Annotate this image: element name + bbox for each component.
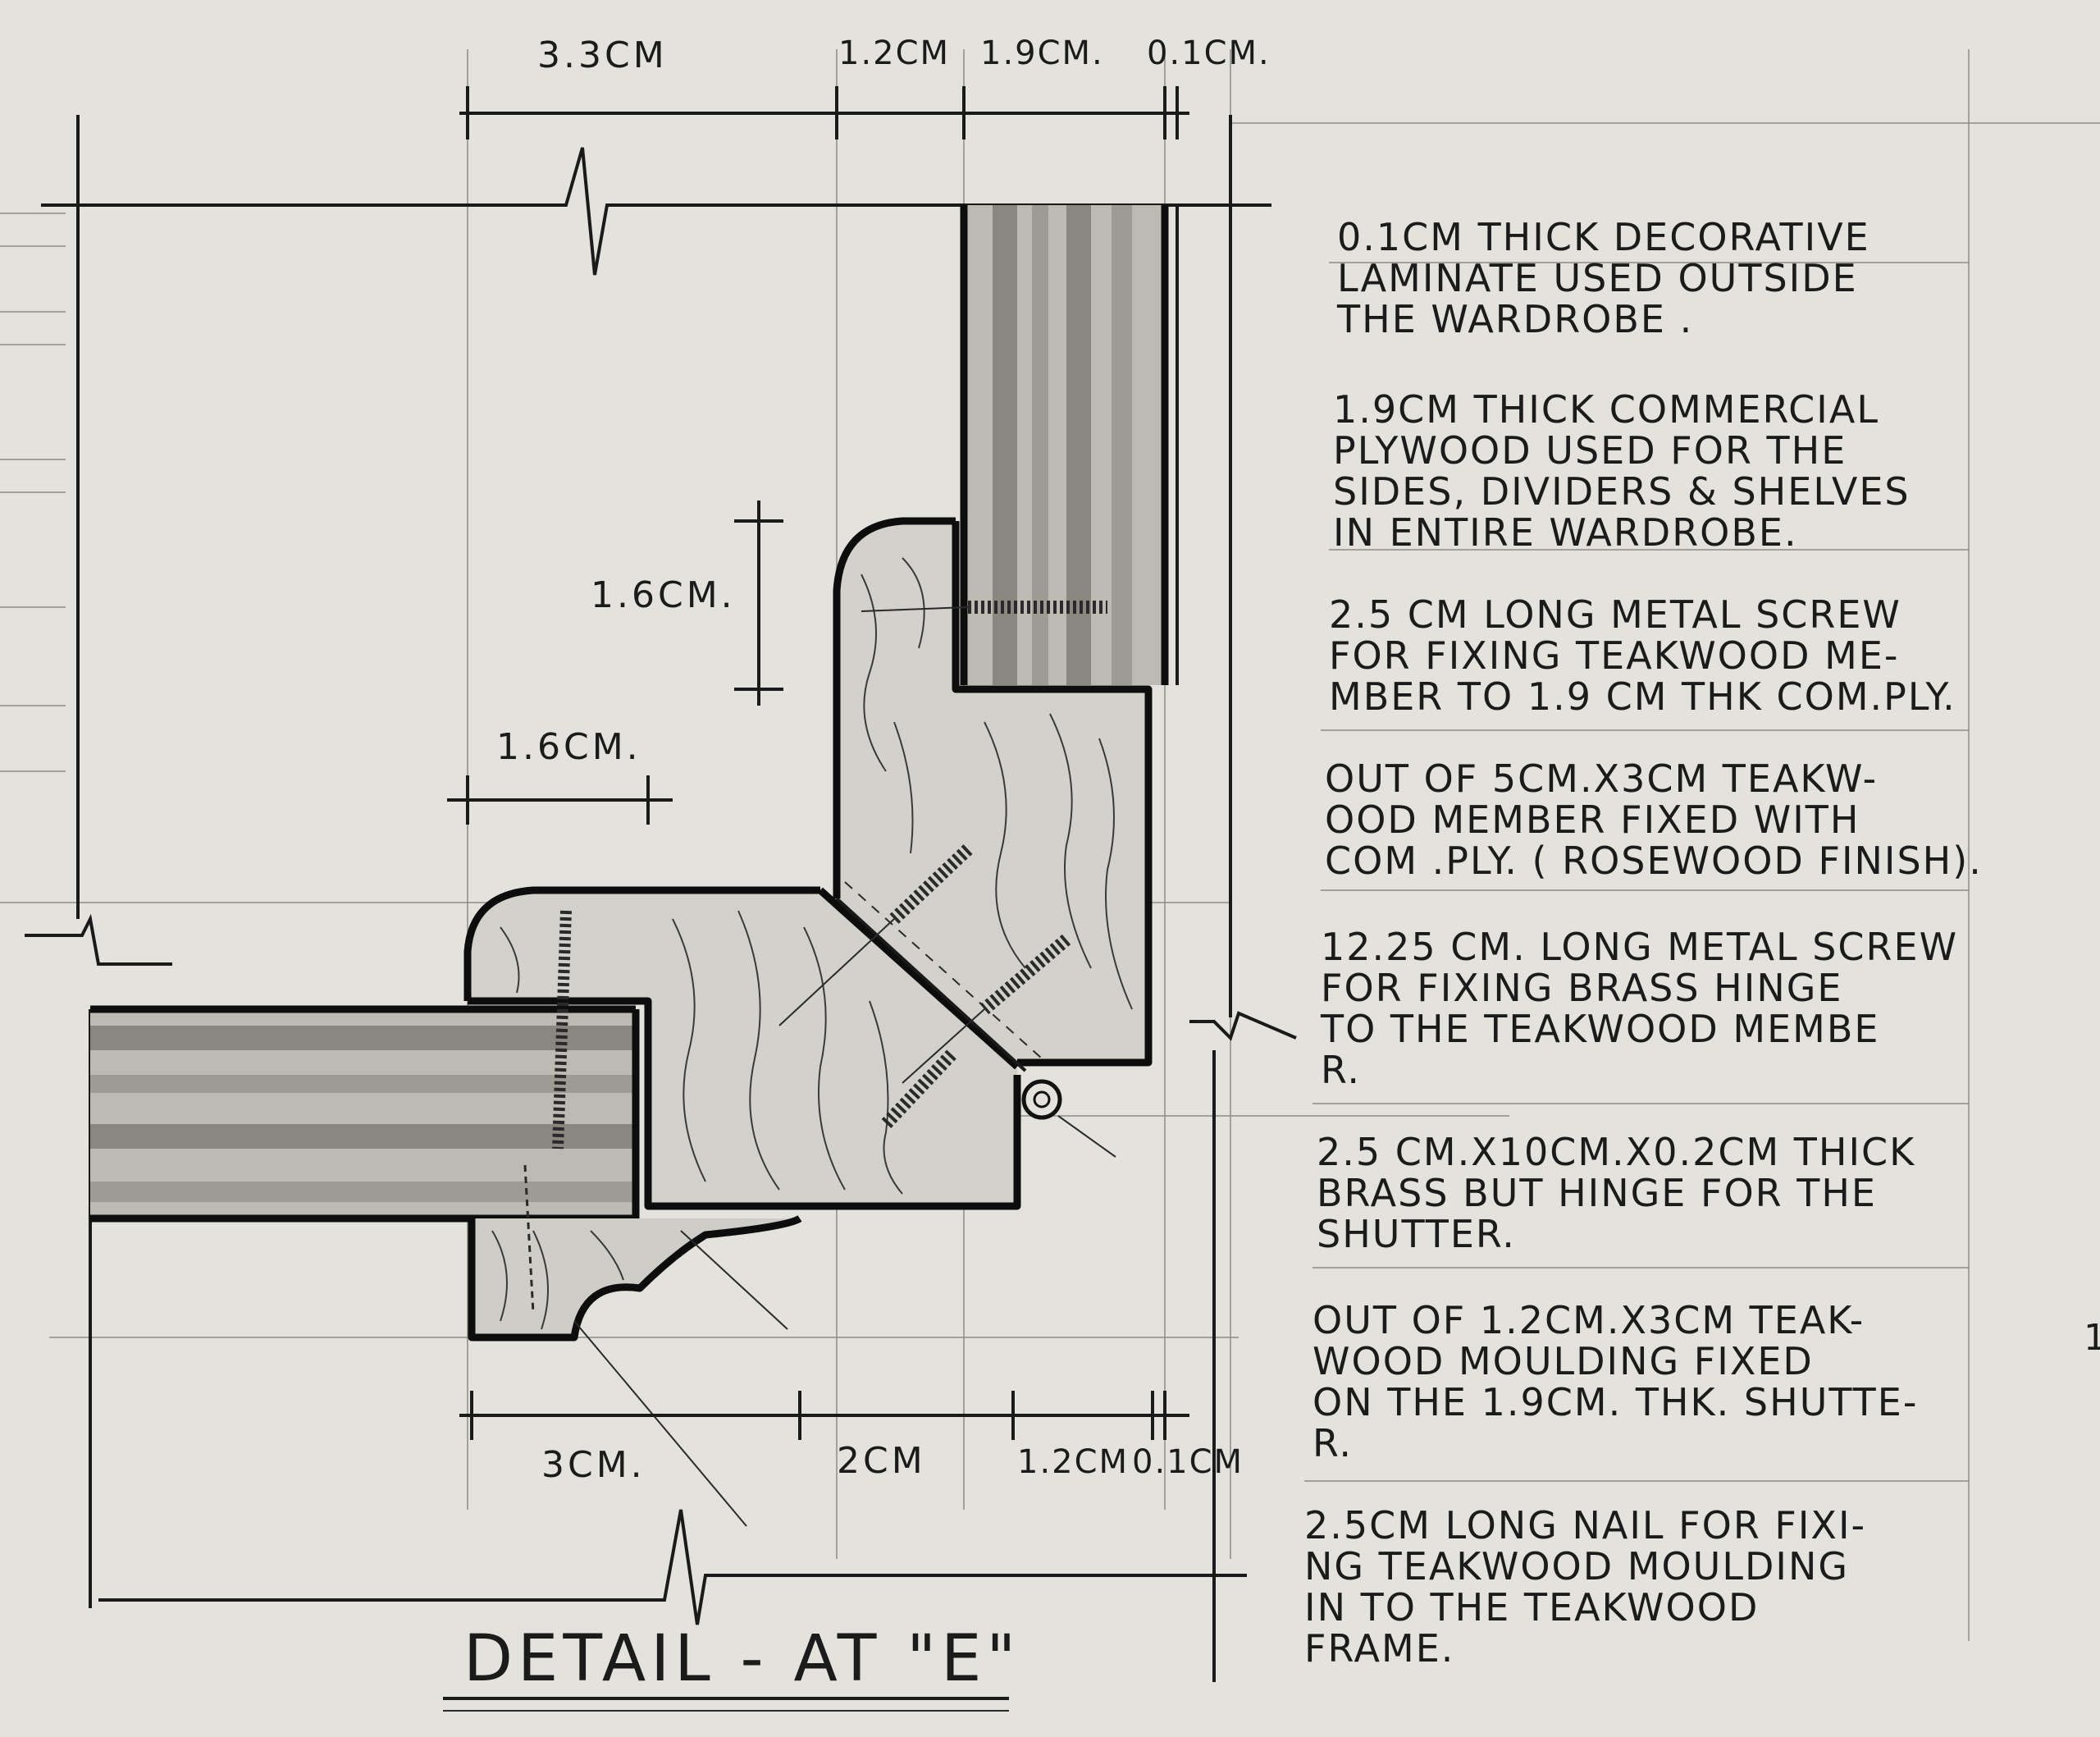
plywood-shutter-panel [90, 1005, 640, 1223]
note-3: 2.5 CM LONG METAL SCREW FOR FIXING TEAKW… [1329, 592, 1956, 719]
dim-bottom-3: 1.2CM [1017, 1443, 1129, 1481]
horizontal-dimension [447, 775, 673, 825]
dim-horizontal: 1.6CM. [496, 726, 641, 768]
note-4: OUT OF 5CM.X3CM TEAKW- OOD MEMBER FIXED … [1325, 757, 1983, 883]
break-lines [25, 115, 1297, 1682]
screw-icon [778, 844, 973, 1026]
leader-lines [573, 1115, 1116, 1527]
teakwood-moulding [468, 1164, 802, 1342]
dim-top-1: 3.3CM [537, 34, 668, 76]
note-5: 12.25 CM. LONG METAL SCREW FOR FIXING BR… [1320, 925, 1972, 1092]
dim-vertical: 1.6CM. [591, 574, 736, 616]
screw-icon [861, 601, 1107, 614]
dim-top-2: 1.2CM [838, 34, 950, 72]
note-1: 0.1CM THICK DECORATIVE LAMINATE USED OUT… [1336, 215, 1883, 341]
dim-bottom-2: 2CM [837, 1440, 926, 1482]
note-7: OUT OF 1.2CM.X3CM TEAK- WOOD MOULDING FI… [1312, 1298, 1932, 1465]
screw-icon [881, 1049, 956, 1129]
margin-mark: 1 [2084, 1317, 2100, 1359]
screw-icon [902, 934, 1071, 1084]
bottom-dimension-line [459, 1391, 1189, 1440]
specification-notes: 0.1CM THICK DECORATIVE LAMINATE USED OUT… [1304, 215, 1983, 1671]
screws [552, 601, 1107, 1150]
dim-top-4: 0.1CM. [1147, 34, 1271, 72]
screw-icon [552, 910, 572, 1150]
hinge-knuckle-icon [1021, 1079, 1062, 1120]
drawing-title: DETAIL - AT "E" [463, 1622, 1020, 1696]
dim-bottom-1: 3CM. [541, 1444, 646, 1486]
note-6: 2.5 CM.X10CM.X0.2CM THICK BRASS BUT HING… [1317, 1130, 1929, 1256]
note-ruling [1304, 262, 1969, 1482]
margin-rules [0, 213, 66, 772]
mitre-joint [817, 881, 1043, 1072]
plywood-side-panel [960, 205, 1179, 685]
top-dimension-line [459, 86, 1189, 139]
dim-bottom-4: 0.1CM [1132, 1443, 1244, 1481]
note-2: 1.9CM THICK COMMERCIAL PLYWOOD USED FOR … [1333, 387, 1924, 555]
dim-top-3: 1.9CM. [980, 34, 1104, 72]
teakwood-shutter-member [463, 886, 1021, 1210]
vertical-dimension [734, 501, 783, 706]
teakwood-frame-member [833, 517, 1153, 1067]
note-8: 2.5CM LONG NAIL FOR FIXI- NG TEAKWOOD MO… [1304, 1503, 1880, 1671]
